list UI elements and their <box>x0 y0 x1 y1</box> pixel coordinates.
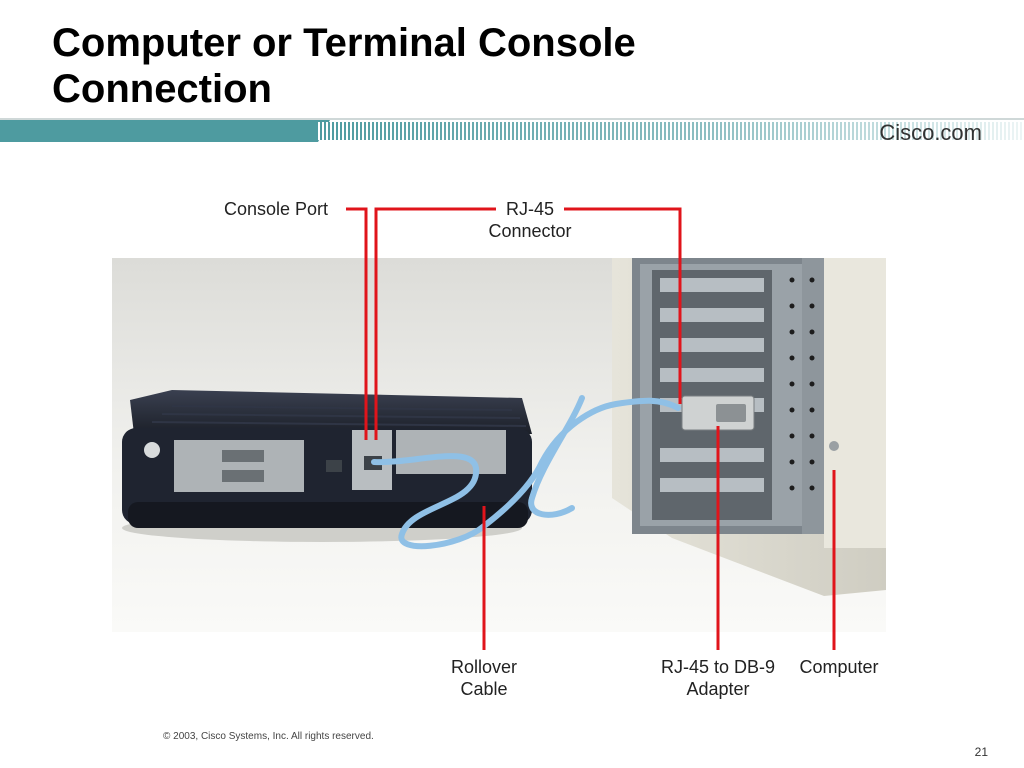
slide-number: 21 <box>974 745 988 759</box>
header-bar-fade <box>318 122 1024 140</box>
rollover-cable <box>371 395 681 550</box>
hardware-photo <box>112 258 886 632</box>
label-rj45-line-2: Connector <box>488 221 572 241</box>
label-rj45-line-1: RJ-45 <box>505 199 554 219</box>
header-bar <box>0 118 1024 142</box>
slide-title: Computer or Terminal Console Connection <box>52 20 636 112</box>
header-bar-edge <box>0 118 1024 120</box>
router <box>122 390 532 542</box>
footer-copyright: © 2003, Cisco Systems, Inc. All rights r… <box>163 731 374 742</box>
header-bar-solid <box>0 120 318 142</box>
wan-card-right <box>396 430 506 474</box>
label-console-port-text: Console Port <box>224 199 329 219</box>
label-computer-text: Computer <box>799 657 879 677</box>
label-adapter-line-2: Adapter <box>686 679 750 699</box>
cisco-logo: Cisco.com <box>879 120 982 145</box>
label-console-port: Console Port <box>224 198 328 220</box>
wan-card-left <box>174 440 304 492</box>
vent-holes <box>789 277 815 491</box>
slide-title-line-2: Connection <box>52 67 272 111</box>
label-adapter: RJ-45 to DB-9 Adapter <box>648 656 788 700</box>
slide-title-line-1: Computer or Terminal Console <box>52 21 636 65</box>
label-rollover-line-1: Rollover <box>450 657 518 677</box>
label-rollover-cable: Rollover Cable <box>434 656 534 700</box>
label-computer: Computer <box>794 656 884 678</box>
label-adapter-line-1: RJ-45 to DB-9 <box>660 657 776 677</box>
label-rollover-line-2: Cable <box>460 679 508 699</box>
label-rj45-connector: RJ-45 Connector <box>480 198 580 242</box>
